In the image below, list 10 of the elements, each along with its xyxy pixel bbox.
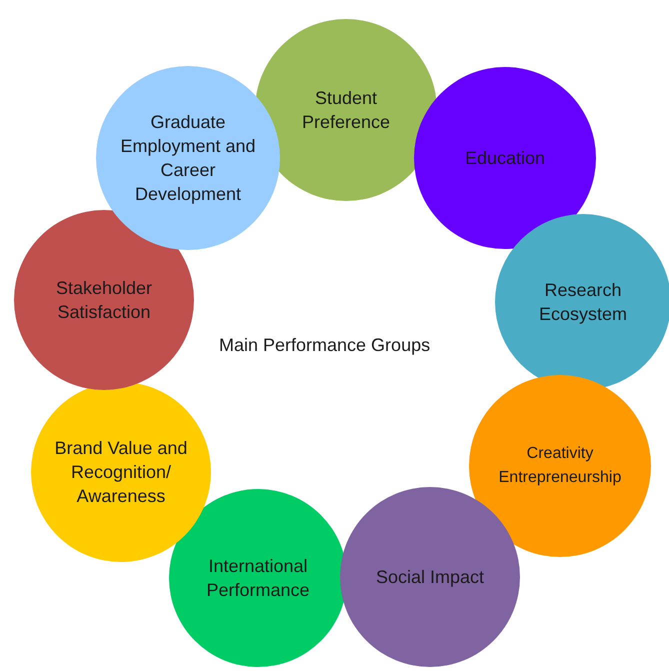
node-label: Graduate Employment and Career Development [119,111,257,206]
node-label: Stakeholder Satisfaction [54,277,154,324]
center-title: Main Performance Groups [219,335,430,356]
node-label: Education [464,147,546,170]
node-label: International Performance [205,555,311,602]
node-label: Student Preference [300,87,392,134]
node-label: Creativity Entrepreneurship [498,444,622,488]
node-label: Research Ecosystem [538,279,628,326]
node-label: Social Impact [376,566,484,589]
node-label: Brand Value and Recognition/ Awareness [54,437,188,508]
